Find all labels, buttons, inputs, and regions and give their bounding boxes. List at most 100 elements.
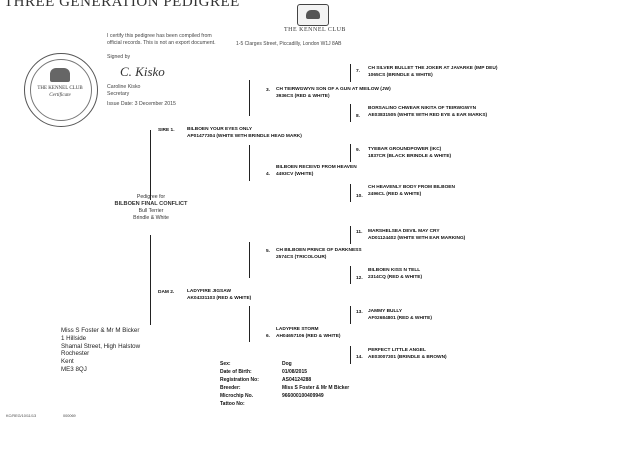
seal-name: THE KENNEL CLUB [37, 86, 83, 91]
signed-by-label: Signed by [107, 54, 131, 60]
g3-name: CH TEIRWGWYN SON OF A GUN AT MEILOW (JW) [276, 87, 391, 92]
gg12-num: 12. [356, 276, 363, 281]
g6-num: 6. [266, 334, 271, 339]
microchip-value: 966000100409949 [282, 393, 324, 399]
issue-date: Issue Date: 3 December 2015 [107, 101, 176, 107]
gg9-num: 9. [356, 148, 361, 153]
seal-dog-icon [50, 68, 70, 82]
g6-name: LADYFIRE STORM [276, 327, 319, 332]
gg7-bracket [350, 64, 351, 82]
subject-colour: Brindle & White [133, 215, 169, 221]
gg13-reg: AF02684801 (RED & WHITE) [368, 315, 432, 321]
g5-num: 5. [266, 249, 271, 254]
gg9-reg: 1837CR (BLACK BRINDLE & WHITE) [368, 153, 452, 159]
great-grandparent-10: CH HEAVENLY BODY FROM BILBOEN 2496CL (RE… [368, 185, 455, 198]
owner-line-6: ME3 8QJ [61, 365, 87, 373]
dam-label: DAM 2. [158, 290, 175, 295]
seal-subtitle: Certificate [49, 93, 71, 98]
club-name: THE KENNEL CLUB [284, 27, 346, 33]
gg13-num: 13. [356, 310, 363, 315]
sire-label: SIRE 1. [158, 128, 175, 133]
g5-name: CH BILBOEN PRINCE OF DARKNESS [276, 248, 362, 253]
gg9-name: TYEBAR GROUNDPOWER (IKC) [368, 147, 442, 152]
gg14-num: 14. [356, 355, 363, 360]
gg10-bracket [350, 184, 351, 202]
g4-num: 4. [266, 172, 271, 177]
subject-breed: Bull Terrier [138, 208, 164, 214]
gg11-num: 11. [356, 230, 363, 235]
g4-bracket [249, 145, 250, 181]
gg7-name: CH SILVER BULLET THE JOKER AT JAVARKE (I… [368, 66, 498, 71]
breeder-label: Breeder: [220, 385, 241, 391]
dam-name: LADYFIRE JIGSAW [187, 289, 231, 294]
gg10-num: 10. [356, 194, 363, 199]
great-grandparent-11: MARSHELSEA DEVIL MAY CRY AD01124402 (WHI… [368, 229, 465, 242]
gg14-bracket [350, 346, 351, 364]
grandparent-3: CH TEIRWGWYN SON OF A GUN AT MEILOW (JW)… [276, 87, 391, 100]
grandparent-4: BILBOEN RECEIVD FROM HEAVEN 4493CV (WHIT… [276, 165, 357, 178]
gg8-bracket [350, 104, 351, 122]
gg14-reg: AE03007301 (BRINDLE & BROWN) [368, 354, 447, 360]
tattoo-label: Tattoo No: [220, 401, 245, 407]
g4-reg: 4493CV (WHITE) [276, 171, 314, 177]
signature: C. Kisko [120, 64, 165, 79]
gg8-reg: AE03831505 (WHITE WITH RED EYE & EAR MAR… [368, 112, 488, 118]
sire-name: BILBOEN YOUR EYES ONLY [187, 127, 253, 132]
cert-line-1: I certify this pedigree has been compile… [107, 33, 212, 39]
g6-bracket [249, 306, 250, 342]
g4-name: BILBOEN RECEIVD FROM HEAVEN [276, 165, 357, 170]
gg11-name: MARSHELSEA DEVIL MAY CRY [368, 229, 440, 234]
signer-name: Caroline Kisko [107, 84, 141, 90]
sex-label: Sex: [220, 361, 231, 367]
dam-bracket [150, 235, 151, 325]
dob-label: Date of Birth: [220, 369, 252, 375]
g5-bracket [249, 242, 250, 278]
breeder-value: Miss S Foster & Mr M Bicker [282, 385, 350, 391]
owner-line-1: Miss S Foster & Mr M Bicker [61, 327, 140, 334]
great-grandparent-14: PERFECT LITTLE ANGEL AE03007301 (BRINDLE… [368, 348, 447, 361]
owner-line-2: 1 Hillside [61, 334, 87, 342]
great-grandparent-9: TYEBAR GROUNDPOWER (IKC) 1837CR (BLACK B… [368, 147, 451, 160]
gg8-num: 8. [356, 114, 361, 119]
gg11-reg: AD01124402 (WHITE WITH EAR MARKING) [368, 235, 466, 241]
pedigree-for-label: Pedigree for [136, 194, 166, 200]
signer-title: Secretary [107, 91, 130, 97]
registration-label: Registration No: [220, 377, 259, 383]
dob-value: 01/08/2015 [282, 369, 308, 375]
grandparent-5: CH BILBOEN PRINCE OF DARKNESS 2574CS (TR… [276, 248, 362, 261]
owner-line-4: Rochester [61, 350, 90, 358]
gg13-name: JAMMY BULLY [368, 309, 403, 314]
form-code: KC/REG/10/11/13 [6, 414, 37, 418]
grandparent-6: LADYFIRE STORM AH04657106 (RED & WHITE) [276, 327, 341, 340]
owner-line-5: Kent [61, 358, 74, 366]
page-title: THREE GENERATION PEDIGREE [4, 0, 240, 10]
subject-name: BILBOEN FINAL CONFLICT [114, 201, 188, 207]
gg12-bracket [350, 266, 351, 284]
gg13-bracket [350, 306, 351, 324]
gg9-bracket [350, 144, 351, 162]
sire-reg: AP01477304 (WHITE WITH BRINDLE HEAD MARK… [187, 133, 302, 139]
great-grandparent-7: CH SILVER BULLET THE JOKER AT JAVARKE (I… [368, 66, 497, 79]
registration-value: AS04124288 [282, 377, 312, 383]
dam-entry: LADYFIRE JIGSAW AK04331103 (RED & WHITE) [187, 289, 251, 302]
sire-bracket [150, 130, 151, 200]
gg7-num: 7. [356, 69, 361, 74]
gg8-name: BORSALINO CHWEAR NIKITA OF TEIRWGWYN [368, 106, 477, 111]
microchip-label: Microchip No. [220, 393, 254, 399]
g5-reg: 2574CS (TRICOLOUR) [276, 254, 327, 260]
subject-dog: Pedigree for BILBOEN FINAL CONFLICT Bull… [96, 194, 206, 222]
g3-num: 3. [266, 88, 271, 93]
great-grandparent-8: BORSALINO CHWEAR NIKITA OF TEIRWGWYN AE0… [368, 106, 487, 119]
certification-text: I certify this pedigree has been compile… [107, 33, 257, 47]
sire-entry: BILBOEN YOUR EYES ONLY AP01477304 (WHITE… [187, 127, 302, 140]
certificate-seal [24, 53, 98, 127]
gg7-reg: 1065CS (BRINDLE & WHITE) [368, 72, 433, 78]
g6-reg: AH04657106 (RED & WHITE) [276, 333, 341, 339]
sex-value: Dog [282, 361, 292, 367]
gg14-name: PERFECT LITTLE ANGEL [368, 348, 426, 353]
gg10-name: CH HEAVENLY BODY FROM BILBOEN [368, 185, 455, 190]
great-grandparent-13: JAMMY BULLY AF02684801 (RED & WHITE) [368, 309, 432, 322]
gg12-name: BILBOEN KISS N TELL [368, 268, 421, 273]
document-number: 000069 [63, 414, 76, 418]
g3-bracket [249, 80, 250, 116]
